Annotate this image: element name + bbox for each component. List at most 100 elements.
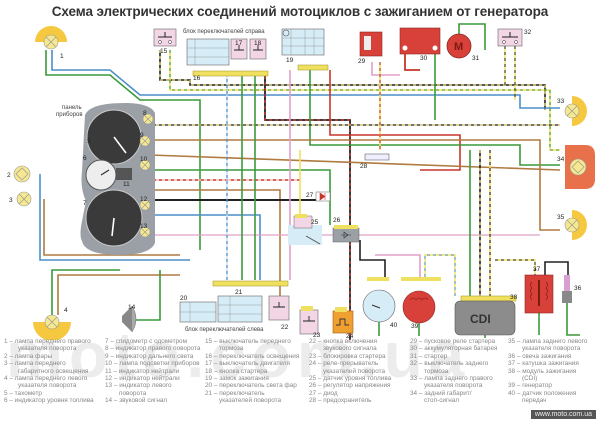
legend-item: 17 – выключатель двигателя	[205, 360, 290, 368]
legend-item: 26 – регулятор напряжения	[309, 382, 391, 390]
legend-item: 4 – лампа переднего левого	[4, 375, 88, 383]
label-10: 10	[140, 156, 148, 163]
lamp-rear-tail-stop: 34	[557, 145, 595, 189]
legend-item: тормоза	[219, 345, 244, 353]
legend-item: стоп-сигнал	[424, 397, 460, 405]
wire	[495, 259, 536, 275]
legend-item: (CDI)	[522, 375, 538, 383]
wire	[359, 240, 386, 277]
fuse: 28	[360, 153, 390, 170]
legend-item: 22 – кнопка включения	[309, 338, 377, 345]
ignition-coil: 37	[524, 266, 554, 314]
left-switch-block: 20 21 22 блок переключателей слева	[179, 280, 290, 333]
ignition-switch: 19	[281, 28, 329, 71]
legend-item: указателя поворота	[522, 345, 581, 353]
legend-item: 38 – модуль зажигания	[508, 367, 577, 375]
label-35: 35	[557, 214, 565, 221]
legend-item: габаритного освещения	[18, 367, 89, 375]
label-34: 34	[557, 156, 565, 163]
label-29: 29	[358, 58, 366, 65]
label-7: 7	[83, 200, 87, 207]
legend-item: 16 – переключатель освещения	[205, 352, 300, 360]
legend-item: 9 – индикатор дальнего света	[105, 352, 194, 360]
legend-item: 18 – кнопка стартера	[205, 367, 268, 375]
wire	[51, 269, 120, 315]
left-switch-block-label: блок переключателей слева	[185, 326, 264, 333]
lamp-headlight: 2	[7, 165, 31, 183]
wire	[424, 254, 456, 296]
legend-item: 12 – индикатор нейтрали	[105, 375, 180, 383]
label-17: 17	[235, 40, 243, 47]
legend-item: 8 – индикатор правого поворота	[105, 345, 201, 353]
label-24: 24	[346, 333, 354, 340]
rear-brake-switch: 32	[497, 28, 532, 47]
wire	[264, 76, 351, 340]
wire	[544, 261, 569, 275]
label-25: 25	[311, 219, 319, 226]
legend-item: 5 – тахометр	[4, 389, 42, 397]
wire	[150, 139, 560, 231]
legend-item: указателя поворота	[424, 382, 483, 390]
label-6: 6	[83, 155, 87, 162]
legend-item: 20 – переключатель света фар	[205, 382, 297, 390]
label-31: 31	[472, 55, 480, 62]
cdi-module: CDI 38	[454, 294, 518, 336]
wire	[150, 169, 331, 225]
legend-item: 36 – свеча зажигания	[508, 352, 572, 360]
indicator-neutral	[139, 199, 151, 211]
legend-item: 39 – генератор	[508, 382, 552, 390]
front-brake-switch: 15	[153, 28, 177, 55]
legend-item: 11 – индикатор нейтрали	[105, 367, 180, 375]
battery: 30	[399, 27, 441, 62]
label-32: 32	[524, 29, 532, 36]
label-21: 21	[235, 289, 243, 296]
site-url: www.moto.com.ua	[530, 410, 596, 419]
label-36: 36	[574, 285, 582, 292]
label-14: 14	[128, 304, 136, 311]
voltage-regulator: 26	[332, 217, 360, 243]
label-38: 38	[510, 294, 518, 301]
starter-motor: M 31	[446, 33, 480, 62]
legend-item: 25 – датчик уровня топлива	[309, 375, 392, 383]
wire	[329, 70, 461, 171]
legend-item: 28 – предохранитель	[309, 397, 372, 405]
label-11: 11	[123, 181, 130, 188]
label-27: 27	[306, 192, 314, 199]
instrument-panel-label-2: приборов	[56, 112, 83, 118]
legend-item: 37 – катушка зажигания	[508, 360, 579, 368]
legend-item: 33 – лампа заднего правого	[410, 375, 493, 383]
legend-item: 15 – выключатель переднего	[205, 338, 291, 345]
legend-item: 21 – переключатель	[205, 389, 265, 397]
spark-plug: 36	[562, 275, 582, 303]
label-9: 9	[140, 132, 144, 139]
label-39: 39	[411, 323, 419, 330]
wire	[424, 254, 456, 296]
label-12: 12	[140, 196, 148, 203]
legend-item: 35 – лампа заднего левого	[508, 338, 588, 345]
legend-item: 27 – диод	[309, 389, 338, 397]
wire	[309, 70, 560, 166]
label-13: 13	[140, 223, 148, 230]
gear-position-sensor: 40	[362, 277, 398, 329]
legend-item: звукового сигнала	[323, 345, 377, 353]
wire	[149, 154, 561, 171]
label-20: 20	[180, 295, 188, 302]
motor-symbol: M	[454, 41, 463, 53]
legend-item: тормоза	[424, 367, 449, 375]
legend-item: 29 – пусковое реле стартера	[410, 338, 496, 345]
wire	[495, 259, 536, 275]
label-4: 4	[64, 307, 68, 314]
legend-item: указателя поворота	[18, 382, 77, 390]
label-37: 37	[533, 266, 541, 273]
wire	[150, 214, 261, 280]
legend-item: 6 – индикатор уровня топлива	[4, 397, 94, 405]
legend-item: указателей поворота	[219, 397, 282, 405]
lamp-rear-left-turn: 35	[557, 210, 587, 240]
wire	[159, 50, 546, 110]
wire	[458, 23, 486, 50]
label-18: 18	[254, 40, 262, 47]
wire	[57, 274, 180, 315]
